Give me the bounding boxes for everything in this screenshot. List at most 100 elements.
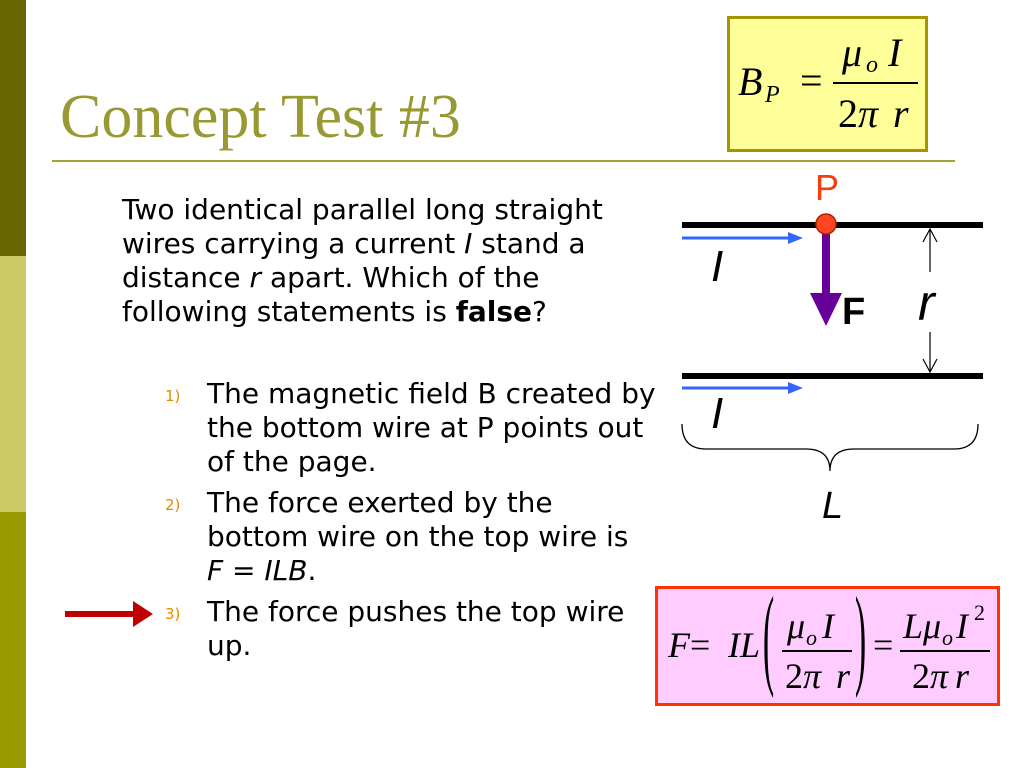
- option-line: up.: [207, 629, 624, 663]
- formula-symbol: B: [738, 59, 763, 104]
- formula-number: 2: [785, 656, 803, 696]
- option-text: The force pushes the top wire up.: [207, 595, 624, 663]
- option-text-segment: up.: [207, 629, 252, 662]
- length-label: L: [822, 485, 843, 527]
- option-text-segment: The force pushes the top wire: [207, 595, 625, 628]
- formula-symbol: μ: [842, 30, 863, 75]
- formula-subscript: P: [765, 82, 780, 108]
- option-text-segment: .: [307, 554, 317, 587]
- current-arrow-head: [788, 232, 803, 244]
- option-1: 1) The magnetic field B created by the b…: [165, 377, 656, 487]
- bottom-current-label: I: [711, 389, 723, 438]
- question-text-segment: distance: [122, 261, 250, 294]
- formula-symbol: r: [955, 656, 970, 696]
- formula-subscript: o: [806, 625, 817, 650]
- formula-number: 2: [912, 656, 930, 696]
- accent-bar-middle: [0, 256, 26, 512]
- distance-variable: r: [249, 261, 262, 294]
- length-brace: [681, 423, 979, 472]
- pointer-arrow-shaft: [65, 611, 136, 617]
- formula-symbol: r: [893, 91, 909, 136]
- formula-subscript: o: [942, 625, 953, 650]
- slide-title: Concept Test #3: [60, 83, 461, 151]
- question-text-segment: ?: [532, 295, 547, 328]
- formula-symbol: L: [903, 606, 924, 646]
- option-number: 1): [165, 387, 181, 405]
- force-formula: F = IL ( μ o I 2 π r ) = L μ o I 2 2 π r: [655, 580, 1000, 706]
- formula-symbol: IL: [728, 625, 761, 665]
- right-parenthesis: ): [854, 573, 867, 700]
- formula-symbol: μ: [923, 606, 942, 646]
- option-line: The force exerted by the: [207, 486, 628, 520]
- option-number: 2): [165, 496, 181, 514]
- question-text-segment: stand a: [472, 227, 586, 260]
- force-label: F: [842, 291, 865, 333]
- fraction-bar: [782, 650, 852, 652]
- point-p-label: P: [815, 167, 839, 208]
- option-number: 3): [165, 605, 181, 623]
- separation-label: r: [918, 275, 937, 331]
- separation-dimension: [922, 227, 938, 374]
- option-text-segment: The magnetic field B created by: [207, 377, 656, 410]
- current-variable: I: [464, 227, 473, 260]
- left-parenthesis: (: [762, 573, 775, 700]
- formula-symbol: I: [822, 606, 834, 646]
- option-text-segment: bottom wire on the top wire is: [207, 520, 629, 553]
- formula-symbol: I: [888, 30, 902, 75]
- option-line: The magnetic field B created by: [207, 377, 656, 411]
- formula-symbol: I: [956, 606, 968, 646]
- bottom-current-arrow: [682, 382, 803, 394]
- ilb-variables: ILB: [264, 554, 308, 587]
- option-line: F = ILB.: [207, 554, 628, 588]
- force-arrow-head: [810, 293, 842, 326]
- top-current-label: I: [711, 242, 723, 291]
- formula-symbol: π: [930, 656, 949, 696]
- formula-symbol: π: [858, 91, 879, 136]
- formula-symbol: r: [836, 656, 851, 696]
- option-text-segment: The force exerted by the: [207, 486, 553, 519]
- fraction-bar: [900, 650, 990, 652]
- formula-number: 2: [838, 91, 858, 136]
- right-arrow-icon: [65, 601, 153, 627]
- accent-bar-bottom: [0, 512, 26, 768]
- current-arrow-head: [788, 382, 803, 394]
- option-line: of the page.: [207, 445, 656, 479]
- force-arrow-shaft: [822, 232, 830, 296]
- dimension-arrow-up-icon: [922, 227, 938, 243]
- option-line: the bottom wire at P points out: [207, 411, 656, 445]
- magnetic-field-formula: B P = μ o I 2 π r: [727, 16, 928, 152]
- accent-bar-top: [0, 0, 26, 256]
- question-line: distance r apart. Which of the: [122, 261, 603, 295]
- question-line: wires carrying a current I stand a: [122, 227, 603, 261]
- option-text: The magnetic field B created by the bott…: [207, 377, 656, 479]
- option-text: The force exerted by the bottom wire on …: [207, 486, 628, 588]
- question-line: following statements is false?: [122, 295, 603, 329]
- question-text-segment: wires carrying a current: [122, 227, 465, 260]
- formula-equals: =: [800, 58, 823, 103]
- formula-equals: =: [873, 625, 894, 665]
- pointer-arrow-head: [133, 601, 153, 627]
- question-text-segment: following statements is: [122, 295, 456, 328]
- question-text: Two identical parallel long straight wir…: [122, 193, 603, 329]
- fraction-bar: [833, 82, 918, 84]
- question-line: Two identical parallel long straight: [122, 193, 603, 227]
- formula-symbol: μ: [787, 606, 806, 646]
- formula-subscript: o: [866, 52, 878, 78]
- question-text-segment: apart. Which of the: [261, 261, 540, 294]
- dimension-arrow-down-icon: [922, 358, 938, 374]
- force-arrow: [810, 232, 842, 326]
- option-3: 3) The force pushes the top wire up.: [165, 595, 645, 705]
- formula-exponent: 2: [974, 600, 985, 625]
- force-variable: F: [207, 554, 224, 587]
- option-line: bottom wire on the top wire is: [207, 520, 628, 554]
- formula-equals: =: [690, 625, 711, 665]
- option-text-segment: the bottom wire at P points out: [207, 411, 644, 444]
- option-2: 2) The force exerted by the bottom wire …: [165, 486, 645, 596]
- formula-symbol: F: [668, 625, 690, 665]
- option-text-segment: of the page.: [207, 445, 377, 478]
- option-line: The force pushes the top wire: [207, 595, 624, 629]
- point-p-marker: [815, 213, 837, 235]
- emphasis-false: false: [455, 295, 533, 328]
